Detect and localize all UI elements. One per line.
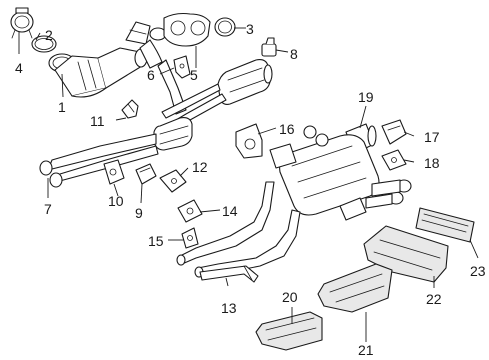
- callout-15: 15: [148, 233, 164, 249]
- callout-13: 13: [221, 300, 237, 316]
- gasket-ring-part-2: [31, 35, 57, 53]
- callout-19: 19: [358, 89, 374, 105]
- callout-18: 18: [424, 155, 440, 171]
- bracket-part-14: [177, 199, 203, 223]
- callout-16: 16: [279, 121, 295, 137]
- hanger-bracket-part-11: [121, 99, 139, 119]
- callout-9: 9: [135, 205, 143, 221]
- rear-connecting-pipes: [176, 181, 301, 283]
- rubber-hanger-part-16: [235, 123, 263, 159]
- callout-21: 21: [358, 342, 374, 358]
- bracket-part-10: [103, 159, 125, 185]
- heat-shield-part-23: [415, 207, 475, 243]
- callout-23: 23: [470, 263, 486, 279]
- callout-12: 12: [192, 159, 208, 175]
- bracket-part-6: [173, 55, 191, 79]
- flange-gasket-part-5: [163, 12, 211, 47]
- callout-22: 22: [426, 291, 442, 307]
- heat-shield-part-21: [317, 263, 393, 313]
- callout-labels: 4 2 1 5 6 3 8 7 11 10 9 12 13 14 15 16 1…: [15, 21, 486, 358]
- callout-20: 20: [282, 289, 298, 305]
- callout-8: 8: [290, 46, 298, 62]
- callout-2: 2: [45, 27, 53, 43]
- callout-7: 7: [44, 201, 52, 217]
- hanger-part-12: [159, 169, 187, 193]
- sensor-part-8: [261, 37, 277, 57]
- bracket-part-18: [381, 149, 407, 171]
- bracket-part-17: [381, 119, 407, 145]
- clamp-part-4: [10, 7, 34, 39]
- callout-17: 17: [424, 129, 440, 145]
- heat-shield-part-20: [255, 311, 323, 351]
- callout-11: 11: [90, 113, 105, 129]
- downpipe-assembly: [125, 21, 167, 69]
- callout-1: 1: [58, 99, 66, 115]
- clip-part-9: [135, 163, 157, 185]
- seal-ring-part-3: [214, 17, 236, 37]
- callout-6: 6: [147, 67, 155, 83]
- callout-3: 3: [246, 21, 254, 37]
- callout-5: 5: [190, 67, 198, 83]
- intermediate-pipe: [39, 59, 273, 188]
- bracket-part-15: [181, 227, 199, 249]
- rear-muffler-assembly: [269, 125, 412, 221]
- callout-10: 10: [108, 193, 124, 209]
- callout-4: 4: [15, 60, 23, 76]
- callout-14: 14: [222, 203, 238, 219]
- catalytic-converter-part-1: [48, 47, 148, 98]
- leader-lines: [18, 27, 479, 342]
